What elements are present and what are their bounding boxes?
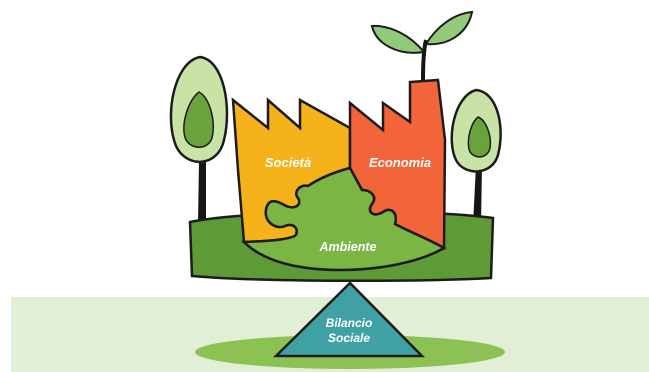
label-fulcrum-line2: Sociale xyxy=(328,331,370,345)
sprout-icon xyxy=(370,10,474,81)
tree-right-icon xyxy=(450,88,502,225)
fulcrum-triangle xyxy=(272,281,425,358)
label-environment: Ambiente xyxy=(319,240,377,254)
tree-left-icon xyxy=(169,55,229,225)
label-fulcrum-line1: Bilancio xyxy=(326,316,373,330)
label-society: Società xyxy=(265,155,311,170)
label-economy: Economia xyxy=(369,155,431,170)
environment-piece xyxy=(241,166,447,272)
